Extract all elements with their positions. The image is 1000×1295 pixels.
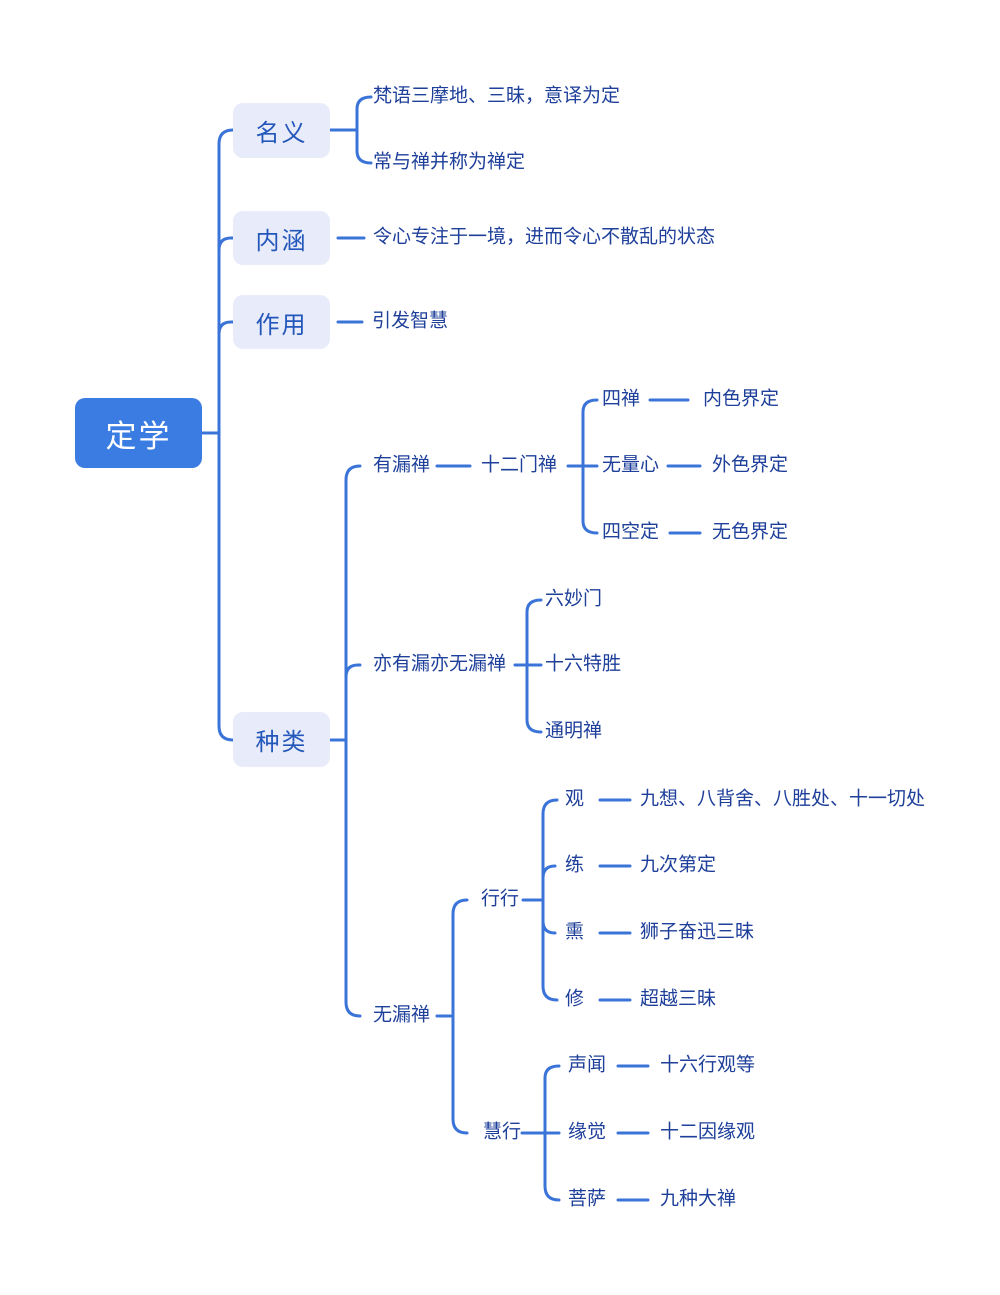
text-node-yinfa-zhihui[interactable]: 引发智慧 bbox=[372, 310, 449, 332]
branch-node-zuoyong[interactable]: 作用 bbox=[233, 295, 330, 349]
text-node-shiliutesheng[interactable]: 十六特胜 bbox=[545, 653, 622, 675]
text-node-jiucididing[interactable]: 九次第定 bbox=[640, 854, 717, 876]
text-node-jiuzhongdachan[interactable]: 九种大禅 bbox=[660, 1188, 737, 1210]
text-node-lian[interactable]: 练 bbox=[565, 854, 585, 876]
text-node-tongmingchan[interactable]: 通明禅 bbox=[545, 720, 603, 742]
text-node-yuanjue[interactable]: 缘觉 bbox=[568, 1121, 607, 1143]
text-node-shiliuxingguandeng[interactable]: 十六行观等 bbox=[660, 1054, 756, 1076]
text-node-xun[interactable]: 熏 bbox=[565, 921, 585, 943]
branch-node-neihan[interactable]: 内涵 bbox=[233, 211, 330, 265]
text-node-xiu[interactable]: 修 bbox=[565, 988, 585, 1010]
text-node-lingxin-zhuanzhu[interactable]: 令心专注于一境，进而令心不散乱的状态 bbox=[373, 226, 716, 248]
text-node-wulouchan[interactable]: 无漏禅 bbox=[373, 1004, 431, 1026]
text-node-youlouchan[interactable]: 有漏禅 bbox=[373, 454, 431, 476]
text-node-fanyu-sanmodi[interactable]: 梵语三摩地、三昧，意译为定 bbox=[373, 85, 621, 107]
text-node-shieryinyuanguan[interactable]: 十二因缘观 bbox=[660, 1121, 756, 1143]
text-node-liumiaomen[interactable]: 六妙门 bbox=[545, 588, 603, 610]
text-node-wusejieding[interactable]: 无色界定 bbox=[712, 521, 789, 543]
text-node-yiyoulou-yiwulouchan[interactable]: 亦有漏亦无漏禅 bbox=[373, 653, 507, 675]
text-node-shengwen[interactable]: 声闻 bbox=[568, 1054, 607, 1076]
text-node-changyuchan[interactable]: 常与禅并称为禅定 bbox=[373, 151, 526, 173]
text-node-guan[interactable]: 观 bbox=[565, 788, 585, 810]
text-node-sikongding[interactable]: 四空定 bbox=[602, 521, 660, 543]
text-node-shiermenchan[interactable]: 十二门禅 bbox=[481, 454, 558, 476]
text-node-jiuxiang-babeishe[interactable]: 九想、八背舍、八胜处、十一切处 bbox=[640, 788, 926, 810]
root-node-dingxue[interactable]: 定学 bbox=[75, 398, 202, 468]
text-node-waisejieding[interactable]: 外色界定 bbox=[712, 454, 789, 476]
branch-node-mingyi[interactable]: 名义 bbox=[233, 103, 330, 158]
text-node-wuliangxin[interactable]: 无量心 bbox=[602, 454, 660, 476]
text-node-chaoyuesanmei[interactable]: 超越三昧 bbox=[640, 988, 717, 1010]
text-node-shizifenxunsanmei[interactable]: 狮子奋迅三昧 bbox=[640, 921, 755, 943]
text-node-xingxing[interactable]: 行行 bbox=[481, 888, 520, 910]
branch-node-zhonglei[interactable]: 种类 bbox=[233, 712, 330, 767]
text-node-sichan[interactable]: 四禅 bbox=[602, 388, 641, 410]
text-node-huixing[interactable]: 慧行 bbox=[483, 1121, 522, 1143]
text-node-pusa[interactable]: 菩萨 bbox=[568, 1188, 607, 1210]
text-node-neisejieding[interactable]: 内色界定 bbox=[703, 388, 780, 410]
